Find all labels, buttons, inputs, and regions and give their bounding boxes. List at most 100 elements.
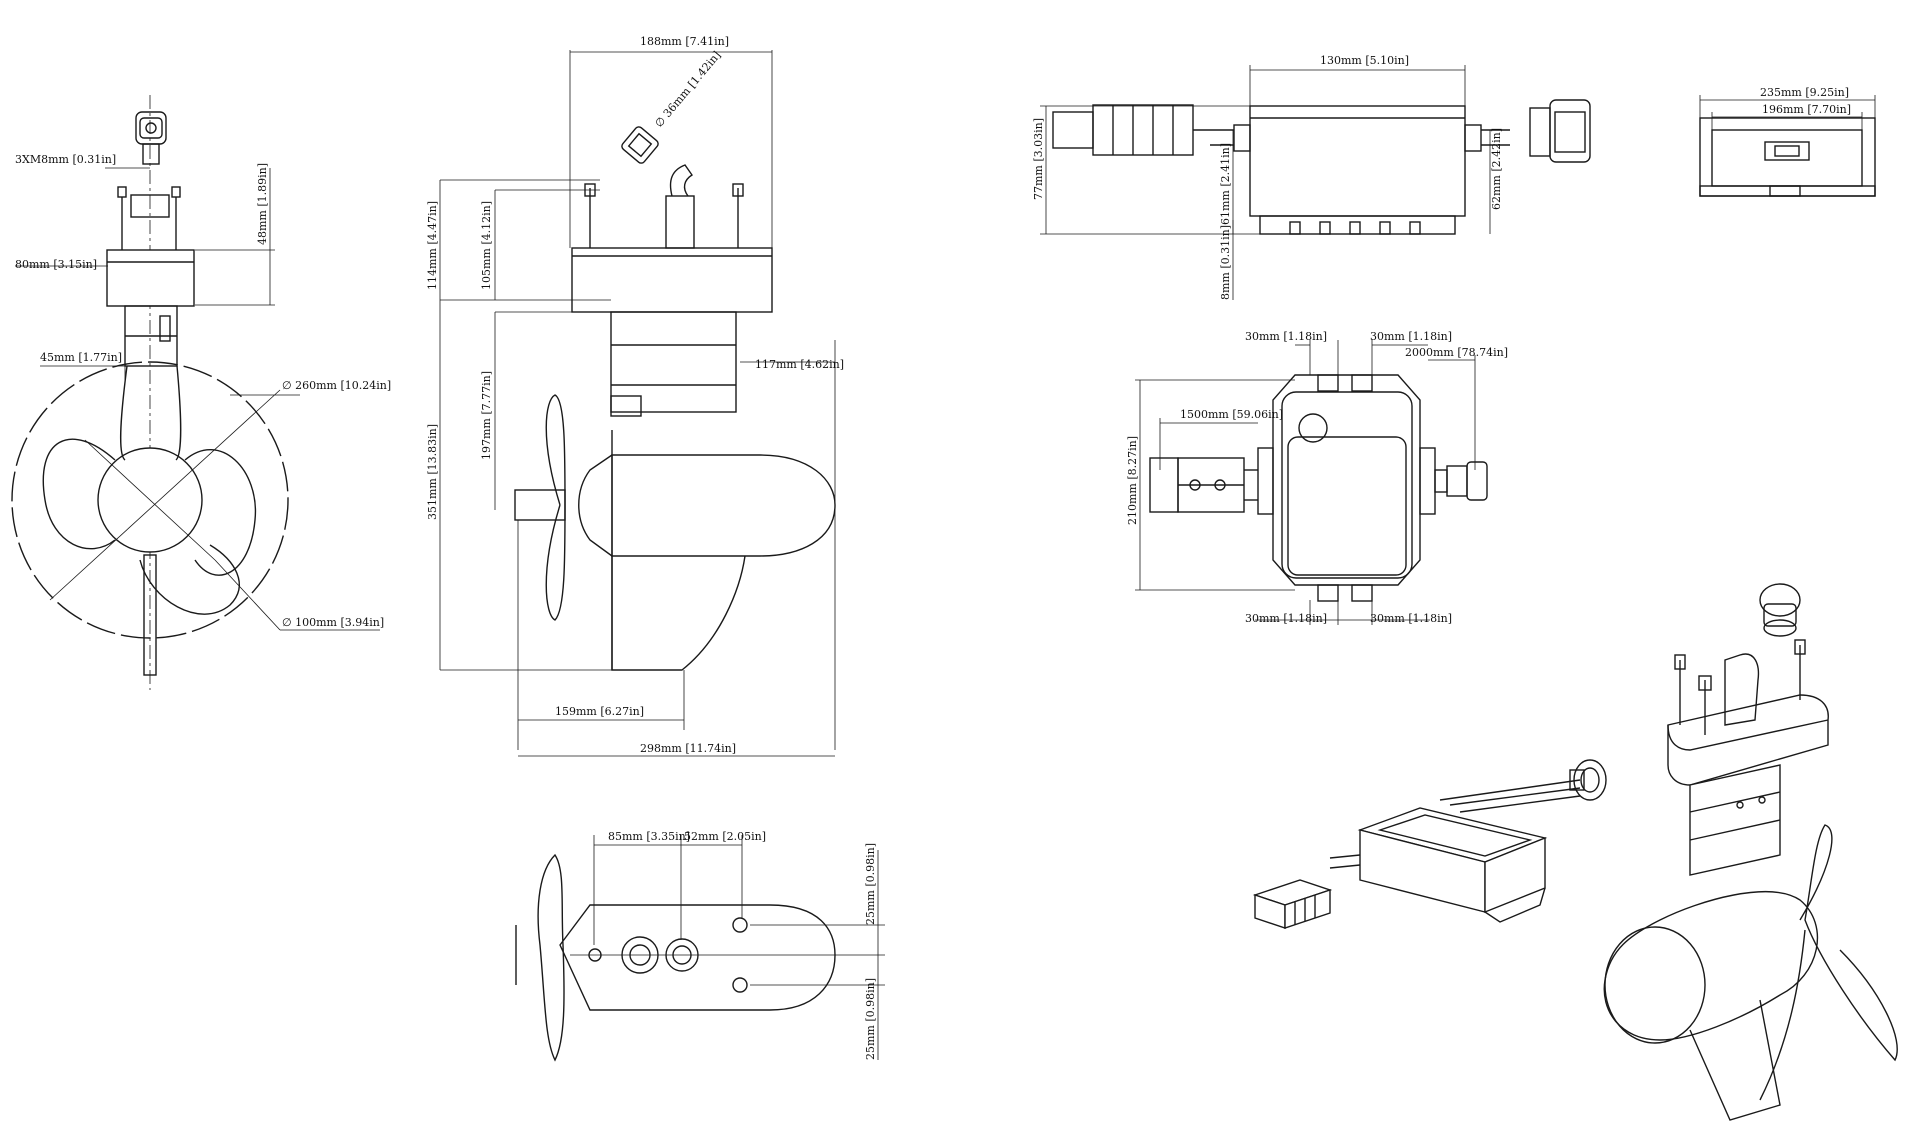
dim-130: 130mm	[1320, 54, 1362, 67]
controller-body	[1249, 105, 1466, 217]
side-view-labels: 188mm [7.41in] ∅ 36mm [1.42in] 114mm [4.…	[426, 35, 844, 755]
iso-skeg	[1689, 999, 1781, 1121]
anderson-plug-top	[1149, 457, 1258, 513]
iso-round-connector	[1569, 759, 1607, 801]
side-view	[439, 50, 836, 757]
controller-top-body	[1272, 374, 1421, 586]
front-blade-1	[42, 438, 116, 550]
motor-pod	[611, 454, 836, 557]
svg-text:48mm [1.89in]: 48mm [1.89in]	[256, 163, 269, 245]
svg-text:30mm [1.18in]: 30mm [1.18in]	[1370, 612, 1452, 625]
front-top-plate	[106, 249, 195, 307]
controller-end-view	[1699, 95, 1876, 197]
svg-text:85mm [3.35in]: 85mm [3.35in]	[608, 830, 690, 843]
iso-motor-connector	[1759, 583, 1801, 637]
dim-351: 351mm	[426, 478, 439, 520]
svg-text:8mm [0.31in]: 8mm [0.31in]	[1219, 225, 1232, 300]
dim-25b: 25mm	[864, 1025, 877, 1060]
svg-text:188mm [7.41in]: 188mm [7.41in]	[640, 35, 729, 48]
dim-25a: 25mm	[864, 890, 877, 925]
side-skeg	[611, 555, 746, 671]
svg-text:77mm [3.03in]: 77mm [3.03in]	[1032, 118, 1045, 200]
svg-text:117mm [4.62in]: 117mm [4.62in]	[755, 358, 844, 371]
dim-1500: 1500mm	[1180, 408, 1229, 421]
svg-text:235mm [9.25in]: 235mm [9.25in]	[1760, 86, 1849, 99]
dim-45: 45mm	[40, 351, 75, 364]
front-view-labels: 3XM8mm [0.31in] 80mm [3.15in] 48mm [1.89…	[15, 153, 391, 629]
dim-52: 52mm	[684, 830, 719, 843]
iso-motor-pod	[1603, 891, 1819, 1041]
side-propeller	[545, 394, 566, 621]
svg-text:114mm [4.47in]: 114mm [4.47in]	[426, 201, 439, 290]
svg-text:1500mm [59.06in]: 1500mm [59.06in]	[1180, 408, 1283, 421]
svg-text:30mm [1.18in]: 30mm [1.18in]	[1245, 330, 1327, 343]
controller-end-labels: 235mm [9.25in] 196mm [7.70in]	[1760, 86, 1851, 116]
svg-text:80mm [3.15in]: 80mm [3.15in]	[15, 258, 97, 271]
dim-48: 48mm	[256, 210, 269, 245]
round-connector-side	[1529, 99, 1591, 163]
svg-text:∅ 100mm [3.94in]: ∅ 100mm [3.94in]	[282, 616, 384, 629]
dim-114: 114mm	[426, 248, 439, 290]
controller-side-labels: 130mm [5.10in] 77mm [3.03in] 61mm [2.41i…	[1032, 54, 1503, 300]
svg-text:25mm [0.98in]: 25mm [0.98in]	[864, 978, 877, 1060]
svg-text:∅ 260mm [10.24in]: ∅ 260mm [10.24in]	[282, 379, 391, 392]
dim-30a: 30mm	[1245, 330, 1280, 343]
dim-77: 77mm	[1032, 165, 1045, 200]
dim-8: 8mm	[1219, 272, 1232, 300]
end-view-body	[1699, 117, 1876, 197]
svg-text:61mm [2.41in]: 61mm [2.41in]	[1219, 143, 1232, 225]
svg-text:159mm [6.27in]: 159mm [6.27in]	[555, 705, 644, 718]
dim-bolt: 3XM8mm	[15, 153, 70, 166]
dim-2000: 2000mm	[1405, 346, 1454, 359]
svg-text:197mm [7.77in]: 197mm [7.77in]	[480, 371, 493, 460]
front-connector	[135, 111, 167, 165]
svg-text:351mm [13.83in]: 351mm [13.83in]	[426, 424, 439, 520]
dim-80: 80mm	[15, 258, 50, 271]
dim-298: 298mm	[640, 742, 682, 755]
isometric-motor	[1603, 583, 1898, 1121]
controller-side-view	[1040, 65, 1591, 300]
side-connector	[621, 126, 659, 164]
svg-text:3XM8mm [0.31in]: 3XM8mm [0.31in]	[15, 153, 116, 166]
side-top-plate	[571, 247, 773, 313]
svg-text:2000mm [78.74in]: 2000mm [78.74in]	[1405, 346, 1508, 359]
svg-text:52mm [2.05in]: 52mm [2.05in]	[684, 830, 766, 843]
dim-30d: 30mm	[1370, 612, 1405, 625]
dim-197: 197mm	[480, 418, 493, 460]
dim-62: 62mm	[1490, 175, 1503, 210]
svg-text:30mm [1.18in]: 30mm [1.18in]	[1370, 330, 1452, 343]
front-blade-2	[184, 448, 257, 576]
front-view	[11, 95, 380, 690]
svg-text:25mm [0.98in]: 25mm [0.98in]	[864, 843, 877, 925]
dim-30b: 30mm	[1370, 330, 1405, 343]
svg-text:105mm [4.12in]: 105mm [4.12in]	[480, 201, 493, 290]
dim-210: 210mm	[1126, 483, 1139, 525]
anderson-plug-side	[1052, 104, 1210, 156]
dim-196: 196mm	[1762, 103, 1804, 116]
dim-30c: 30mm	[1245, 612, 1280, 625]
iso-motor-plate	[1667, 694, 1829, 786]
dim-61: 61mm	[1219, 190, 1232, 225]
top-view	[515, 835, 885, 1062]
svg-text:30mm [1.18in]: 30mm [1.18in]	[1245, 612, 1327, 625]
iso-anderson-plug	[1252, 879, 1333, 929]
svg-text:298mm [11.74in]: 298mm [11.74in]	[640, 742, 736, 755]
isometric-controller	[1252, 759, 1607, 929]
dim-connector: 36mm	[661, 84, 694, 119]
svg-text:196mm [7.70in]: 196mm [7.70in]	[1762, 103, 1851, 116]
dim-188: 188mm	[640, 35, 682, 48]
dim-85: 85mm	[608, 830, 643, 843]
svg-text:45mm [1.77in]: 45mm [1.77in]	[40, 351, 122, 364]
top-view-labels: 85mm [3.35in] 52mm [2.05in] 25mm [0.98in…	[608, 830, 877, 1060]
dim-105: 105mm	[480, 248, 493, 290]
skeg	[143, 554, 157, 676]
svg-text:210mm [8.27in]: 210mm [8.27in]	[1126, 436, 1139, 525]
round-connector-top	[1434, 461, 1488, 501]
dim-159: 159mm	[555, 705, 597, 718]
mounting-bolts	[117, 186, 181, 250]
controller-top-view	[1135, 340, 1488, 625]
dim-117: 117mm	[755, 358, 797, 371]
dim-235: 235mm	[1760, 86, 1802, 99]
svg-text:∅ 36mm [1.42in]: ∅ 36mm [1.42in]	[652, 49, 723, 130]
